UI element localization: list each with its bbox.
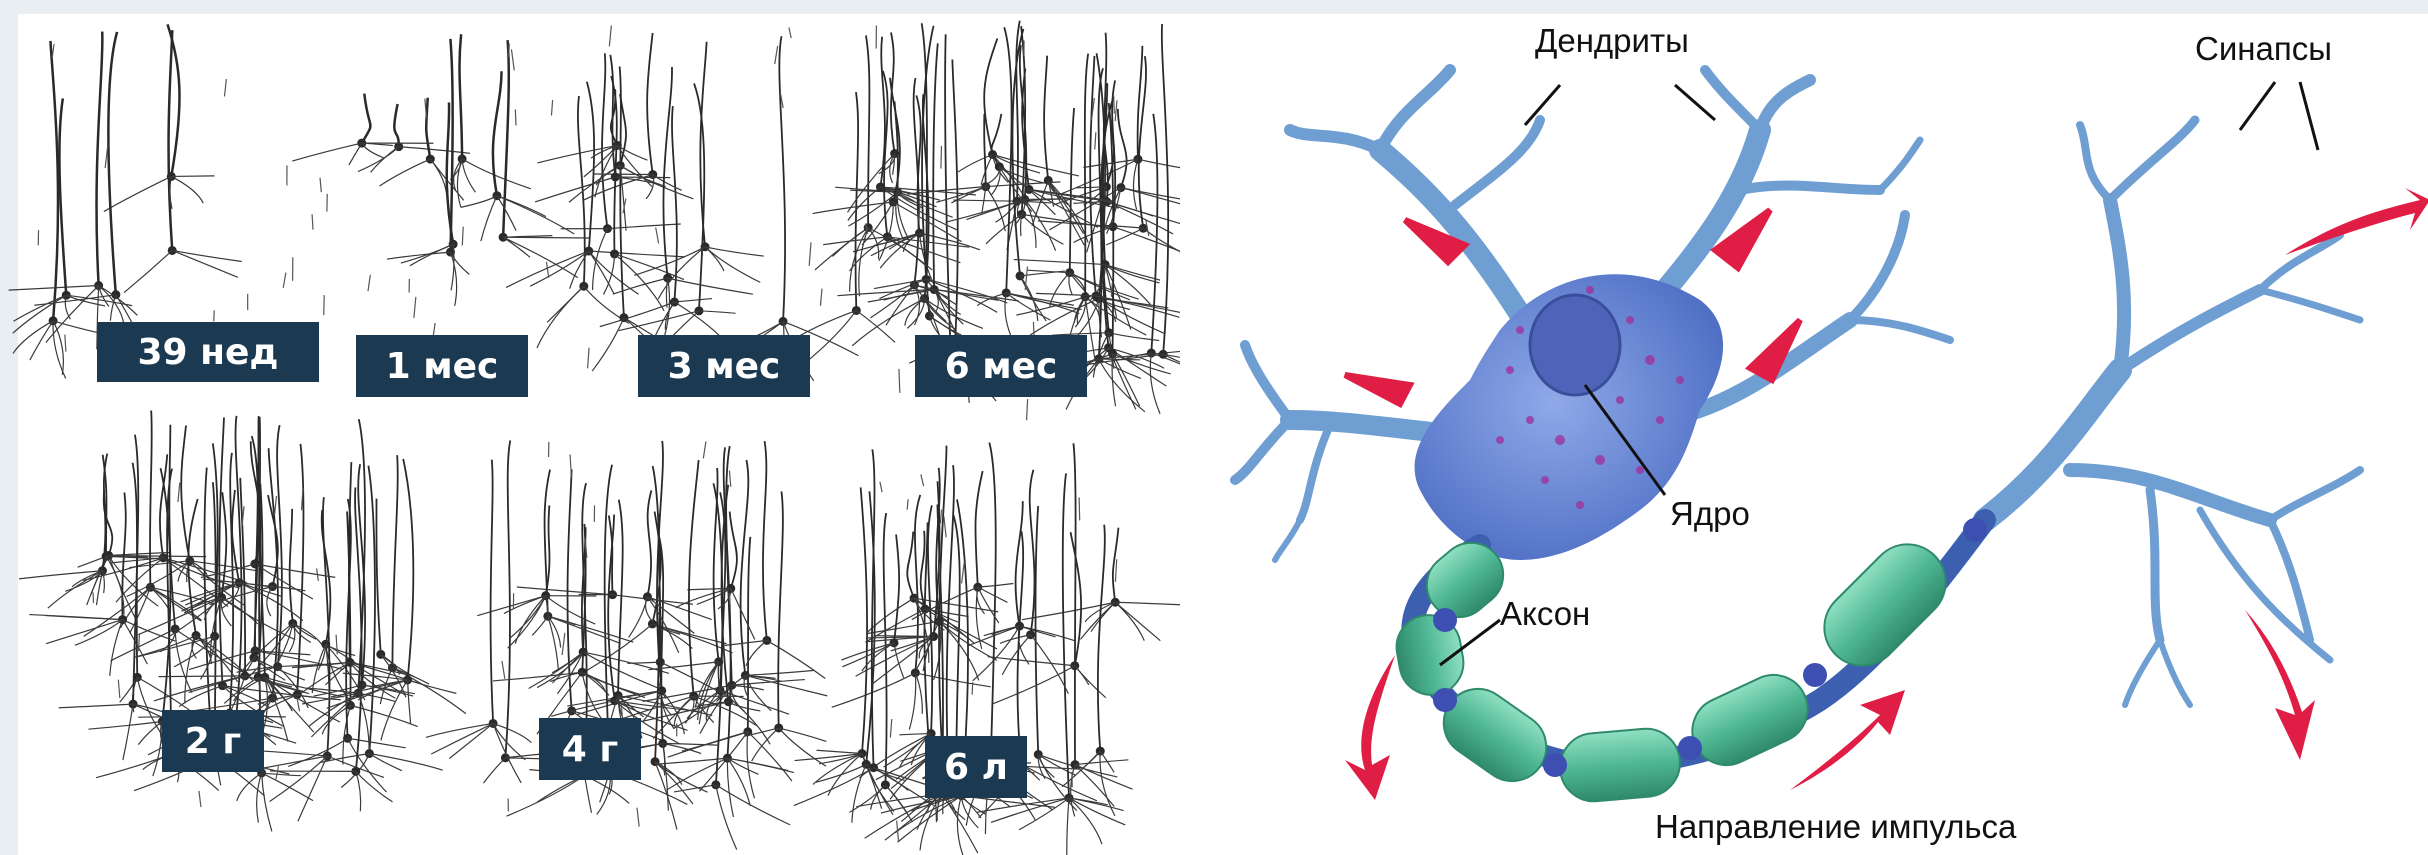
nissl-bodies bbox=[1496, 286, 1684, 509]
label-synapses: Синапсы bbox=[2195, 30, 2332, 68]
age-tag-39-weeks: 39 нед bbox=[97, 322, 319, 382]
label-leader-lines bbox=[1440, 82, 2318, 665]
sketch-panel bbox=[292, 34, 589, 340]
dendrites-group bbox=[1235, 70, 1950, 560]
label-dendrites: Дендриты bbox=[1535, 22, 1689, 60]
age-tag-2-years: 2 г bbox=[162, 710, 264, 772]
age-tag-4-years: 4 г bbox=[539, 718, 641, 780]
myelin-sheath bbox=[1392, 529, 1962, 804]
label-nucleus: Ядро bbox=[1670, 495, 1750, 533]
age-tag-6-years: 6 л bbox=[925, 736, 1027, 798]
nodes-of-ranvier bbox=[1433, 518, 1987, 777]
age-tag-3-months: 3 мес bbox=[638, 335, 810, 397]
age-tag-6-months: 6 мес bbox=[915, 335, 1087, 397]
impulse-arrows bbox=[1345, 188, 2428, 800]
nucleus-shape bbox=[1530, 295, 1620, 395]
label-impulse-direction: Направление импульса bbox=[1655, 808, 2016, 846]
sketch-panel bbox=[426, 440, 827, 849]
axon bbox=[1413, 520, 1986, 764]
axon-terminal-branches bbox=[1985, 120, 2360, 705]
label-axon: Аксон bbox=[1500, 595, 1590, 633]
age-tag-1-month: 1 мес bbox=[356, 335, 528, 397]
